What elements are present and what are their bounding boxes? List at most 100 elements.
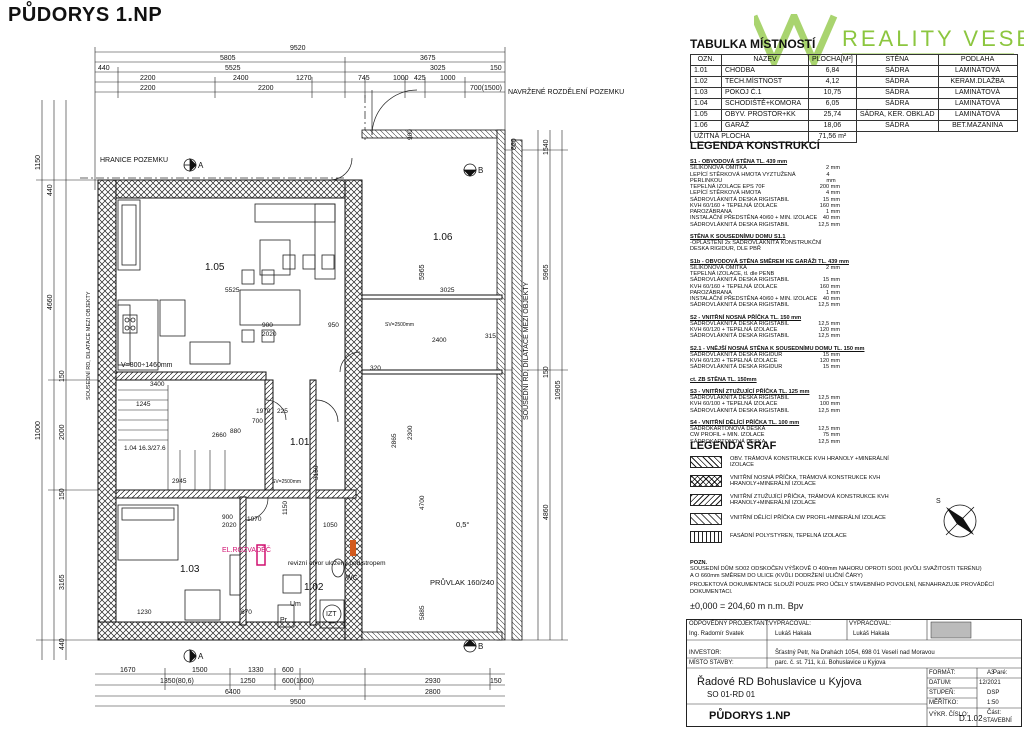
section-a-top: A — [198, 161, 204, 170]
elevation-note: ±0,000 = 204,60 m n.m. Bpv — [690, 601, 804, 612]
layer-name: SÁDROVLÁKNITÁ DESKA RIGISTABIL — [690, 221, 790, 228]
drawing-title: PŮDORYS 1.NP — [8, 4, 163, 26]
neighbour-label-left: SOUSEDNÍ RD, DILATACE MEZI OBJEKTY — [85, 291, 92, 400]
svg-text:660: 660 — [511, 138, 518, 150]
dimension-numbers-left: 1150 440 4660 150 2000 11000 150 3165 44… — [35, 155, 66, 650]
table-cell: POKOJ Č.1 — [721, 86, 809, 99]
stamp-label: VYPRACOVAL: — [769, 621, 811, 627]
layer-thickness: 120 mm — [819, 327, 840, 333]
table-cell: 25,74 — [808, 108, 857, 121]
drawing-name: PŮDORYS 1.NP — [709, 710, 791, 722]
svg-text:10905: 10905 — [555, 380, 562, 400]
construction-section: ct. ZB STĚNA TL. 150mm — [690, 377, 990, 383]
room-label-1-02: 1.02 — [304, 582, 324, 593]
layer-name: SÁDROVLÁKNITÁ DESKA RIGISTABIL — [690, 320, 790, 327]
beam-label: PRŮVLAK 160/240 — [430, 578, 494, 587]
hatch-label: VNITŘNÍ DĚLÍCÍ PŘÍČKA CW PROFIL+MINERÁLN… — [730, 515, 886, 522]
svg-text:9500: 9500 — [290, 699, 306, 706]
svg-text:REALITY VESELÝ: REALITY VESELÝ — [842, 26, 1024, 51]
section-b-top: B — [478, 166, 483, 175]
layer-thickness: 100 mm — [819, 401, 840, 408]
svg-text:1970: 1970 — [256, 408, 271, 415]
layer-name: KVH 60/120 + TEPELNÁ IZOLACE — [690, 358, 778, 364]
layer-name: LEPÍCÍ STĚRKOVÁ HMOTA VYZTUŽENÁ PERLINKO… — [690, 171, 796, 184]
construction-layer: -OPLÁŠTĚNÍ 2x SÁDROVLÁKNITÁ KONSTRUKČNÍ … — [690, 240, 840, 253]
svg-text:4860: 4860 — [543, 504, 550, 520]
field-label: STUPEŇ: — [929, 690, 956, 696]
table-cell: 1.02 — [690, 75, 722, 88]
layer-thickness: 15 mm — [822, 196, 840, 203]
table-cell: SÁDRA — [855, 86, 939, 99]
site-value: parc. č. st. 711, k.ú. Bohuslavice u Kyj… — [775, 660, 886, 666]
svg-text:1330: 1330 — [248, 667, 264, 674]
field-value: 12/2021 — [979, 680, 1001, 686]
col-header: PODLAHA — [937, 53, 1018, 66]
hatch-item: OBV. TRÁMOVÁ KONSTRUKCE KVH HRANOLY +MIN… — [690, 456, 890, 469]
hatch-label: VNITŘNÍ ZTUŽUJÍCÍ PŘÍČKA, TRÁMOVÁ KONSTR… — [730, 493, 889, 507]
svg-text:5965: 5965 — [543, 264, 550, 280]
hatch-item: VNITŘNÍ DĚLÍCÍ PŘÍČKA CW PROFIL+MINERÁLN… — [690, 512, 890, 525]
layer-name: -OPLÁŠTĚNÍ 2x SÁDROVLÁKNITÁ KONSTRUKČNÍ … — [690, 240, 822, 253]
construction-section: S2.1 - VNĚJŠÍ NOSNÁ STĚNA K SOUSEDNÍMU D… — [690, 346, 990, 371]
svg-text:150: 150 — [490, 65, 502, 72]
svg-text:3400: 3400 — [150, 381, 165, 388]
hatch-swatch — [690, 530, 722, 543]
section-b-bottom: B — [478, 642, 483, 651]
svg-text:2400: 2400 — [233, 75, 249, 82]
sv-label-1: SV=2500mm — [385, 322, 414, 328]
layer-thickness: 4 mm — [826, 190, 840, 197]
washer-label: Um — [290, 601, 301, 608]
hatch-swatch — [690, 475, 722, 488]
layer-thickness: 12,5 mm — [818, 333, 840, 340]
dimension-numbers: 9520 5805 3675 440 5525 3025 150 2200 24… — [98, 45, 502, 706]
layer-thickness: 12,5 mm — [818, 302, 840, 309]
project-code: SO 01-RD 01 — [707, 690, 756, 699]
layer-thickness: 2 mm — [826, 165, 840, 172]
svg-text:1245: 1245 — [136, 401, 151, 408]
svg-text:2200: 2200 — [258, 85, 274, 92]
svg-text:320: 320 — [370, 365, 381, 372]
svg-text:6400: 6400 — [225, 689, 241, 696]
hatch-item: VNITŘNÍ NOSNÁ PŘÍČKA, TRÁMOVÁ KONSTRUKCE… — [690, 475, 890, 488]
construction-layer: LEPÍCÍ STĚRKOVÁ HMOTA 4 mm — [690, 190, 840, 196]
title-block-grid — [687, 620, 1021, 726]
layer-name: KVH 60/160 + TEPELNÁ IZOLACE — [690, 202, 778, 209]
designer-name: Ing. Radomír Svatek — [689, 631, 744, 637]
room-label-1-03: 1.03 — [180, 564, 200, 575]
total-label: UŽITNÁ PLOCHA — [690, 130, 809, 143]
neighbour-label: SOUSEDNÍ RD, DILATACE MEZI OBJEKTY — [521, 281, 530, 420]
construction-heading: STĚNA K SOUSEDNÍMU DOMU S1.1 — [690, 233, 786, 240]
svg-text:1000: 1000 — [440, 75, 456, 82]
svg-text:2660: 2660 — [212, 432, 227, 439]
svg-text:1350(80,6): 1350(80,6) — [160, 678, 194, 685]
field-label: DATUM: — [929, 680, 952, 686]
svg-text:1270: 1270 — [296, 75, 312, 82]
investor-label: INVESTOR: — [689, 650, 722, 656]
svg-text:600: 600 — [282, 667, 294, 674]
layer-name: LEPÍCÍ STĚRKOVÁ HMOTA — [690, 190, 762, 197]
hatch-item: VNITŘNÍ ZTUŽUJÍCÍ PŘÍČKA, TRÁMOVÁ KONSTR… — [690, 494, 890, 507]
table-cell: SÁDRA — [855, 119, 939, 132]
svg-text:900: 900 — [407, 129, 414, 140]
layer-name: KVH 60/100 + TEPELNÁ IZOLACE — [690, 401, 778, 408]
svg-text:1670: 1670 — [120, 667, 136, 674]
table-cell: 1.01 — [690, 64, 722, 77]
layer-name: INSTALAČNÍ PŘEDSTĚNA 40/60 + MIN. IZOLAC… — [690, 296, 818, 302]
layer-name: SÁDROVLÁKNITÁ DESKA RIGISTABIL — [690, 333, 790, 340]
svg-text:1250: 1250 — [240, 678, 256, 685]
slope-label: 0,5° — [456, 520, 469, 529]
svg-text:425: 425 — [414, 75, 426, 82]
room-label-1-01: 1.01 — [290, 437, 310, 448]
